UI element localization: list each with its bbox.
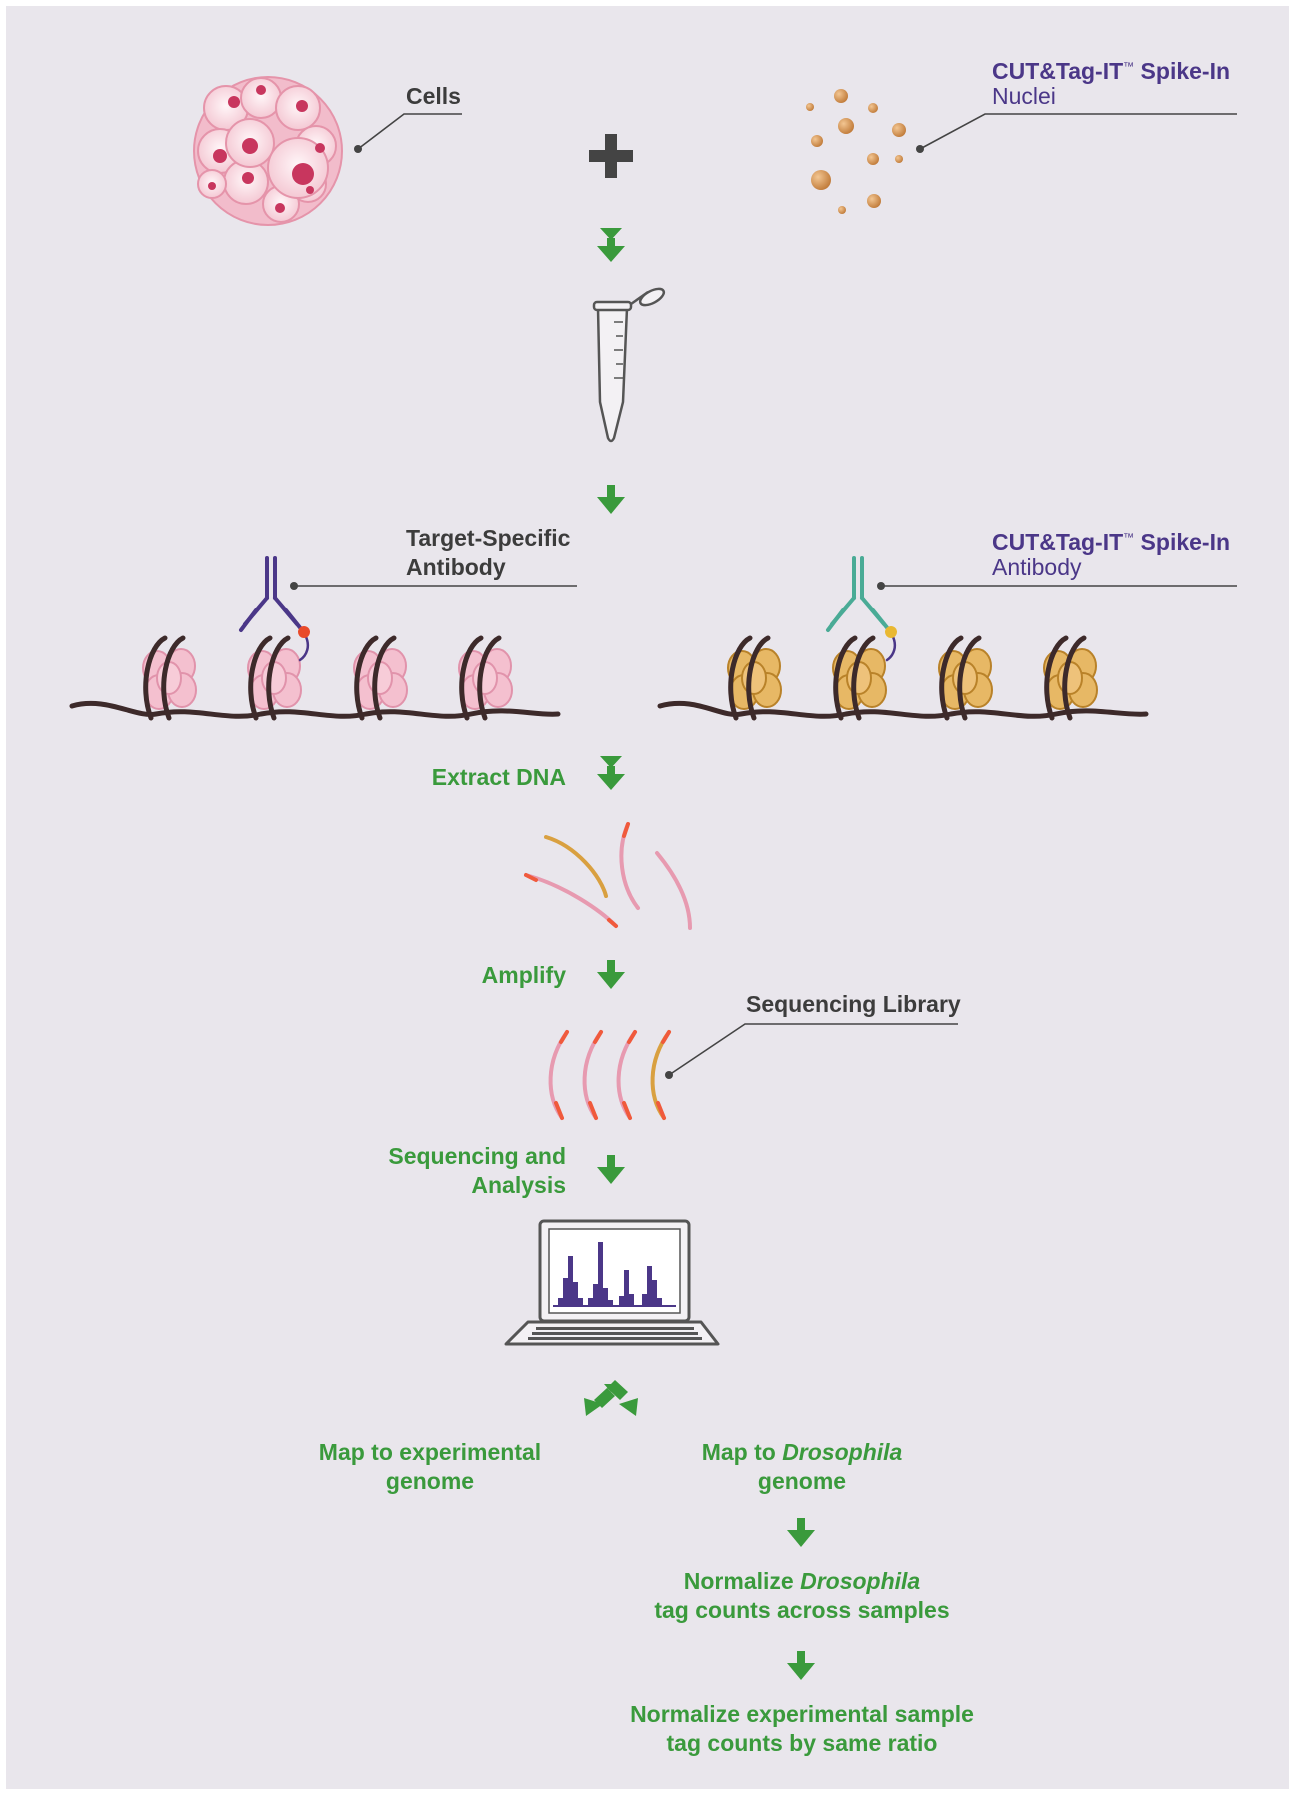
split-arrow xyxy=(584,1380,638,1416)
cells-leader-line xyxy=(357,113,462,150)
spikein-antibody-brand: CUT&Tag-IT xyxy=(992,529,1124,555)
down-arrow-2 xyxy=(597,485,625,514)
merge-arrow-extract xyxy=(597,756,625,790)
target-antibody-leader-dot xyxy=(290,582,298,590)
step-map-drosophila-line1: Map to Drosophila xyxy=(642,1438,962,1467)
cells-label: Cells xyxy=(406,83,461,109)
normalize-drosophila-prefix: Normalize xyxy=(683,1568,801,1594)
antibody-tag-dot-red xyxy=(298,626,310,638)
spikein-nuclei-title: CUT&Tag-IT™ Spike-In xyxy=(992,53,1230,86)
step-amplify: Amplify xyxy=(481,962,566,988)
library-leader-line xyxy=(668,1023,958,1076)
step-sequencing-line2: Analysis xyxy=(471,1172,566,1198)
trademark-symbol: ™ xyxy=(1123,61,1135,73)
normalize-drosophila-italic: Drosophila xyxy=(800,1568,921,1594)
target-antibody-icon xyxy=(239,556,310,662)
antibody-tag-dot-yellow xyxy=(885,626,897,638)
spikein-antibody-leader-dot xyxy=(877,582,885,590)
nuclei-leader-line xyxy=(919,113,1237,150)
spikein-nuclei-brand: CUT&Tag-IT xyxy=(992,58,1124,84)
spikein-nuclei-suffix: Spike-In xyxy=(1134,58,1231,84)
dna-fragments xyxy=(524,822,692,930)
target-antibody-label-line1: Target-Specific xyxy=(406,525,571,551)
sequencing-library-icon xyxy=(548,1030,671,1120)
step-map-experimental-line2: genome xyxy=(385,1468,475,1494)
spikein-antibody-title: CUT&Tag-IT™ Spike-In xyxy=(992,524,1230,557)
step-normalize-drosophila-line1: Normalize Drosophila xyxy=(602,1567,1002,1596)
map-drosophila-prefix: Map to xyxy=(701,1439,783,1465)
diagram-artwork xyxy=(69,76,1237,1680)
laptop-chart-icon xyxy=(504,1219,720,1346)
down-arrow-normalize-2 xyxy=(787,1651,815,1680)
step-extract-dna: Extract DNA xyxy=(431,764,566,790)
spikein-nuclei-sub: Nuclei xyxy=(992,83,1056,109)
cell-cluster-icon xyxy=(193,76,343,226)
step-map-drosophila-line2: genome xyxy=(757,1468,847,1494)
nuclei-leader-dot xyxy=(916,145,924,153)
cells-leader-dot xyxy=(354,145,362,153)
target-antibody-label-line2: Antibody xyxy=(406,554,506,580)
spikein-chromatin xyxy=(657,638,1149,718)
step-normalize-experimental-line2: tag counts by same ratio xyxy=(666,1730,938,1756)
step-map-experimental-line1: Map to experimental xyxy=(318,1439,542,1465)
map-drosophila-italic: Drosophila xyxy=(782,1439,903,1465)
merge-arrow-1 xyxy=(597,228,625,262)
step-sequencing-line1: Sequencing and xyxy=(388,1143,566,1169)
spikein-antibody-icon xyxy=(826,556,897,662)
sequencing-library-label: Sequencing Library xyxy=(746,991,961,1017)
down-arrow-amplify xyxy=(597,960,625,989)
plus-icon xyxy=(589,134,633,178)
nuclei-dots-icon xyxy=(806,89,906,214)
library-leader-dot xyxy=(665,1071,673,1079)
trademark-symbol: ™ xyxy=(1123,532,1135,544)
microcentrifuge-tube-icon xyxy=(592,287,666,443)
step-normalize-experimental-line1: Normalize experimental sample xyxy=(630,1701,974,1727)
experimental-chromatin xyxy=(69,638,561,718)
down-arrow-normalize-1 xyxy=(787,1518,815,1547)
spikein-antibody-suffix: Spike-In xyxy=(1134,529,1231,555)
step-normalize-drosophila-line2: tag counts across samples xyxy=(654,1597,950,1623)
spikein-antibody-sub: Antibody xyxy=(992,554,1082,580)
workflow-diagram: Cells CUT&Tag-IT™ Spike-In Nuclei Target… xyxy=(6,6,1289,1789)
down-arrow-sequencing xyxy=(597,1155,625,1184)
